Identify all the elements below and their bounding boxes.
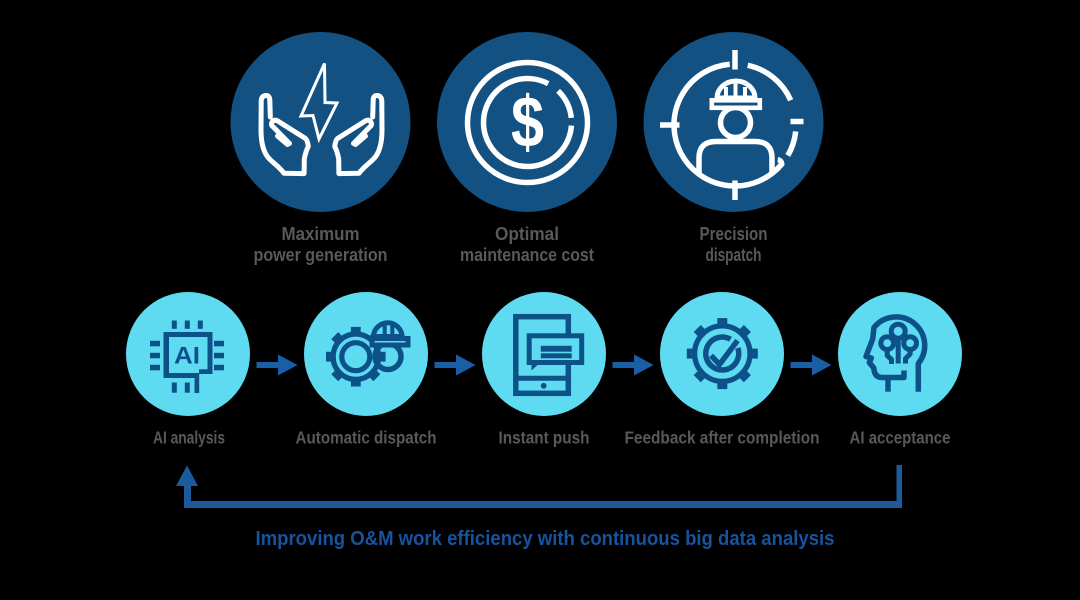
svg-text:power generation: power generation [254,245,388,265]
svg-text:Maximum: Maximum [282,224,360,244]
svg-text:maintenance cost: maintenance cost [460,245,594,265]
svg-text:Precision: Precision [700,224,768,244]
svg-text:Automatic dispatch: Automatic dispatch [296,428,437,448]
svg-text:AI acceptance: AI acceptance [850,428,951,448]
svg-text:Feedback after completion: Feedback after completion [625,428,820,448]
svg-text:$: $ [511,83,544,163]
svg-text:AI analysis: AI analysis [153,428,225,448]
svg-text:AI: AI [174,343,200,370]
svg-text:Improving O&M work efficiency: Improving O&M work efficiency with conti… [256,527,835,550]
svg-text:Instant push: Instant push [499,428,590,448]
svg-text:dispatch: dispatch [706,245,762,265]
svg-text:Optimal: Optimal [495,224,559,244]
